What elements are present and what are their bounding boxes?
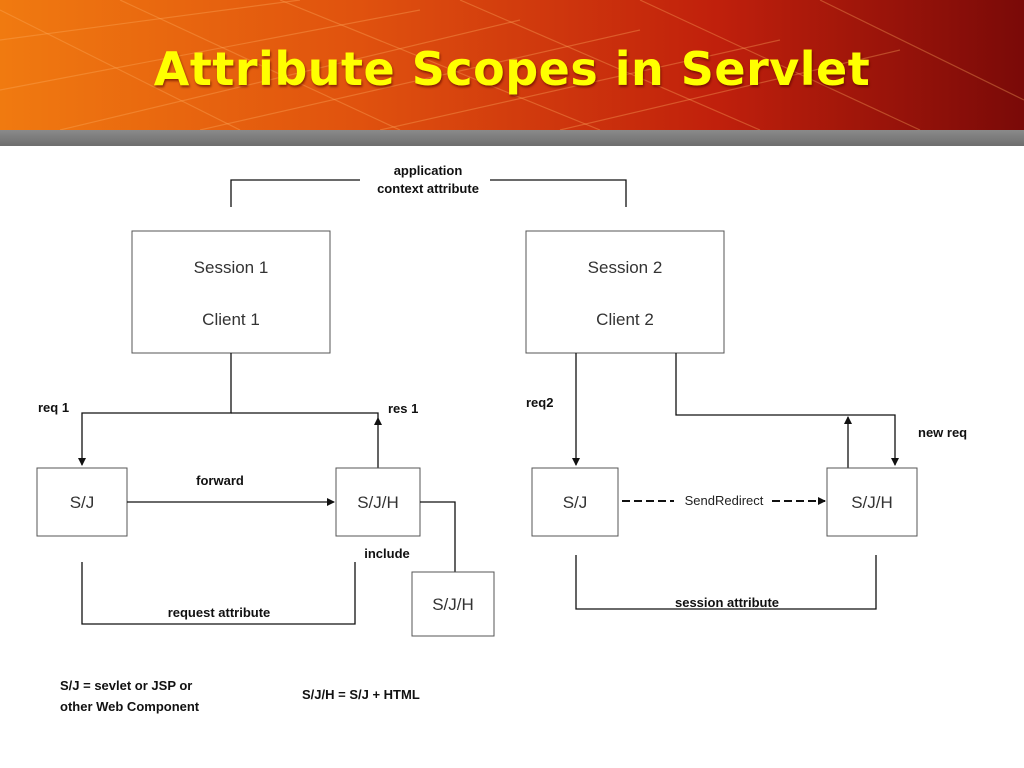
res1-label: res 1 — [388, 401, 418, 416]
right-sjh-box — [826, 467, 918, 537]
title-banner: Attribute Scopes in Servlet — [0, 0, 1024, 130]
page-title: Attribute Scopes in Servlet — [153, 42, 871, 96]
left-sj-box — [36, 467, 128, 537]
forward-label: forward — [196, 473, 244, 488]
session2-return-line — [675, 353, 899, 466]
request-attribute-bracket — [81, 562, 356, 625]
client2-label: Client 2 — [596, 310, 654, 329]
session2-box — [525, 230, 725, 354]
session1-label: Session 1 — [194, 258, 269, 277]
request-attribute-label: request attribute — [168, 605, 271, 620]
session2-label: Session 2 — [588, 258, 663, 277]
banner-texture — [0, 0, 1024, 130]
left-sj-label: S/J — [70, 493, 95, 512]
include-sjh-box — [411, 571, 495, 637]
session1-box — [131, 230, 331, 354]
include-sjh-label: S/J/H — [432, 595, 474, 614]
res1-line — [231, 412, 379, 418]
session-attribute-label: session attribute — [675, 595, 779, 610]
title-divider — [0, 130, 1024, 146]
right-sjh-label: S/J/H — [851, 493, 893, 512]
context-attribute-label: context attribute — [377, 181, 479, 196]
legend-sjh: S/J/H = S/J + HTML — [302, 687, 420, 702]
application-label: application — [394, 163, 463, 178]
req1-line — [78, 353, 232, 466]
req2-label: req2 — [526, 395, 553, 410]
left-sjh-label: S/J/H — [357, 493, 399, 512]
right-sj-box — [531, 467, 619, 537]
include-line — [420, 501, 456, 572]
right-sj-label: S/J — [563, 493, 588, 512]
include-label: include — [364, 546, 410, 561]
new-req-label: new req — [918, 425, 967, 440]
send-redirect-label: SendRedirect — [685, 493, 764, 508]
session-attribute-bracket — [575, 555, 877, 610]
req1-label: req 1 — [38, 400, 69, 415]
client1-label: Client 1 — [202, 310, 260, 329]
legend-sj-line2: other Web Component — [60, 699, 200, 714]
legend-sj-line1: S/J = sevlet or JSP or — [60, 678, 192, 693]
left-sjh-box — [335, 467, 421, 537]
